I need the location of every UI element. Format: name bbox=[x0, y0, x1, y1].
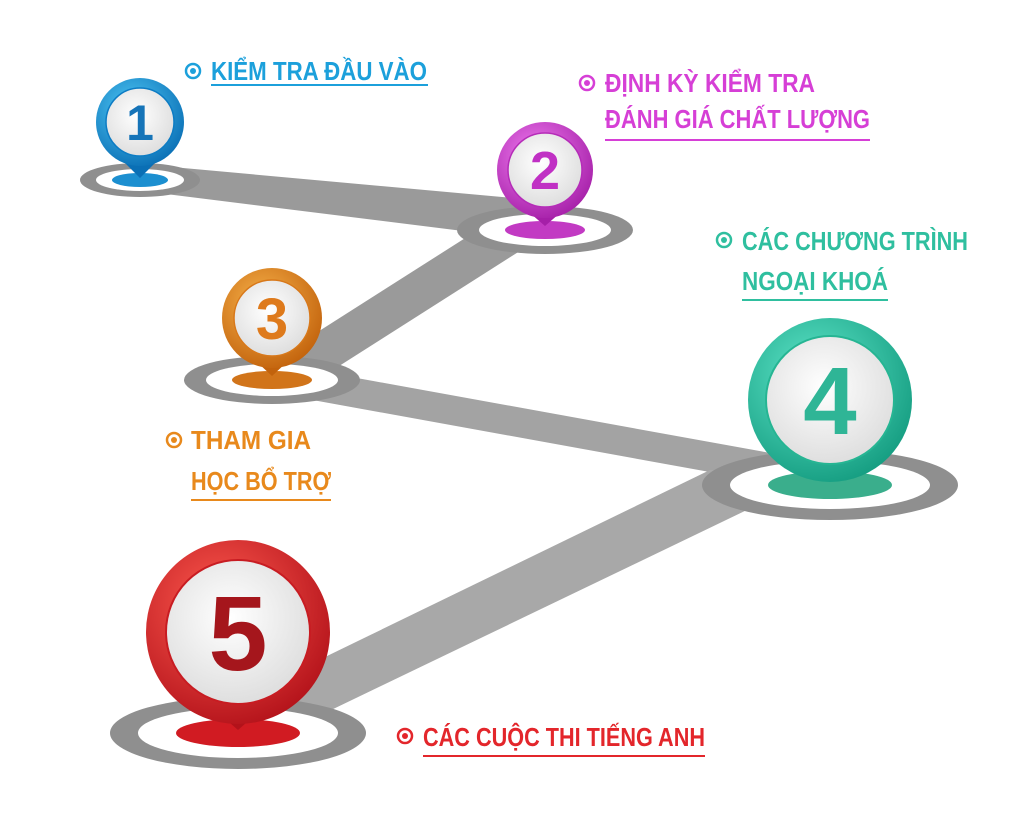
bullet-icon bbox=[184, 62, 202, 80]
step-label-2-line-1: ĐỊNH KỲ KIỂM TRA bbox=[605, 68, 815, 98]
step-label-1: KIỂM TRA ĐẦU VÀO bbox=[184, 56, 428, 86]
step-label-4-line-2: NGOẠI KHOÁ bbox=[742, 266, 888, 296]
path-segment-2-3 bbox=[250, 235, 545, 375]
pin-number-3: 3 bbox=[256, 287, 288, 352]
base-ring-5 bbox=[110, 697, 366, 769]
pin-1: 1 bbox=[96, 78, 184, 178]
step-label-3: THAM GIA HỌC BỔ TRỢ bbox=[165, 425, 332, 501]
bullet-icon bbox=[165, 431, 183, 449]
step-label-5-line-1: CÁC CUỘC THI TIẾNG ANH bbox=[423, 722, 705, 752]
base-ring-3 bbox=[184, 356, 360, 404]
pin-number-5: 5 bbox=[209, 575, 268, 693]
base-ring-1 bbox=[80, 163, 200, 197]
pin-4: 4 bbox=[748, 318, 912, 482]
step-label-3-line-1: THAM GIA bbox=[191, 425, 311, 455]
roadmap-path bbox=[150, 165, 830, 725]
pin-5: 5 bbox=[146, 540, 330, 730]
step-label-2: ĐỊNH KỲ KIỂM TRA ĐÁNH GIÁ CHẤT LƯỢNG bbox=[578, 68, 870, 141]
step-label-4-line-1: CÁC CHƯƠNG TRÌNH bbox=[742, 226, 968, 256]
bullet-icon bbox=[578, 74, 596, 92]
step-label-5: CÁC CUỘC THI TIẾNG ANH bbox=[396, 722, 705, 757]
path-segment-1-2 bbox=[150, 165, 535, 240]
pin-number-1: 1 bbox=[126, 95, 154, 151]
path-segment-3-4 bbox=[285, 365, 820, 492]
step-label-1-line-1: KIỂM TRA ĐẦU VÀO bbox=[211, 56, 427, 86]
pin-number-4: 4 bbox=[803, 348, 856, 455]
step-label-3-line-2: HỌC BỔ TRỢ bbox=[191, 466, 332, 496]
pin-2: 2 bbox=[497, 122, 593, 226]
base-ring-4 bbox=[702, 450, 958, 520]
base-ring-2 bbox=[457, 206, 633, 254]
step-label-4: CÁC CHƯƠNG TRÌNH NGOẠI KHOÁ bbox=[715, 226, 968, 301]
step-label-2-line-2: ĐÁNH GIÁ CHẤT LƯỢNG bbox=[605, 104, 870, 134]
pin-3: 3 bbox=[222, 268, 322, 376]
bullet-icon bbox=[715, 231, 733, 249]
bullet-icon bbox=[396, 727, 414, 745]
pin-number-2: 2 bbox=[530, 141, 560, 201]
path-segment-4-5 bbox=[185, 470, 830, 725]
